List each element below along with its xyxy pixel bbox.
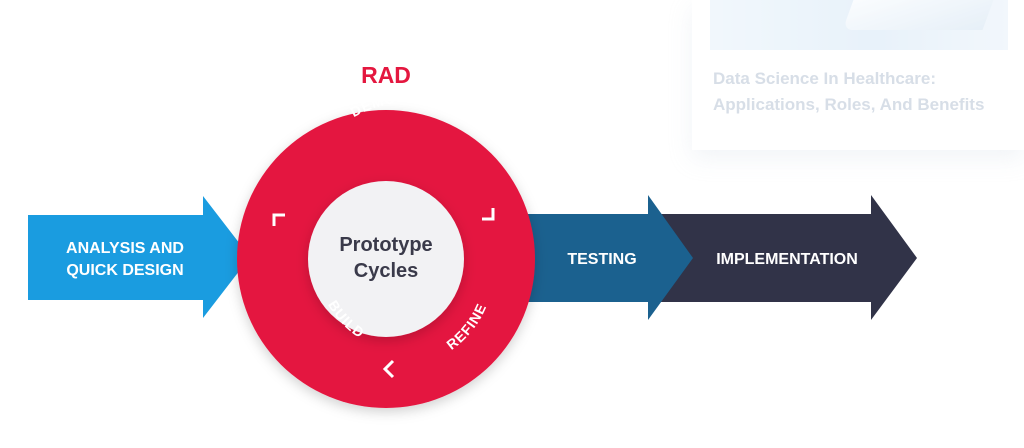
- related-article-title-line-1: Data Science In Healthcare:: [713, 69, 936, 88]
- implementation-label: IMPLEMENTATION: [716, 251, 858, 268]
- related-article-title-line-2: Applications, Roles, And Benefits: [713, 95, 985, 114]
- testing-label: TESTING: [567, 251, 636, 268]
- rad-heading: RAD: [361, 62, 411, 88]
- implementation-arrow: [652, 195, 917, 320]
- related-article-thumbnail: [710, 0, 1008, 50]
- chevron-build-to-demonstrate-icon: [272, 213, 285, 226]
- testing-arrow: [500, 195, 693, 320]
- chevron-refine-to-build-icon: [382, 359, 395, 379]
- center-label-line-2: Cycles: [354, 260, 419, 282]
- prototype-cycle-center: [308, 181, 464, 337]
- chevron-demonstrate-to-refine-icon: [482, 208, 495, 221]
- related-article-title[interactable]: Data Science In Healthcare: Applications…: [713, 66, 1023, 118]
- related-article-card[interactable]: Data Science In Healthcare: Applications…: [692, 0, 1024, 150]
- analysis-label-line-2: QUICK DESIGN: [66, 262, 183, 279]
- analysis-label-line-1: ANALYSIS AND: [66, 240, 184, 257]
- center-label-line-1: Prototype: [339, 234, 432, 256]
- analysis-arrow: [28, 196, 250, 318]
